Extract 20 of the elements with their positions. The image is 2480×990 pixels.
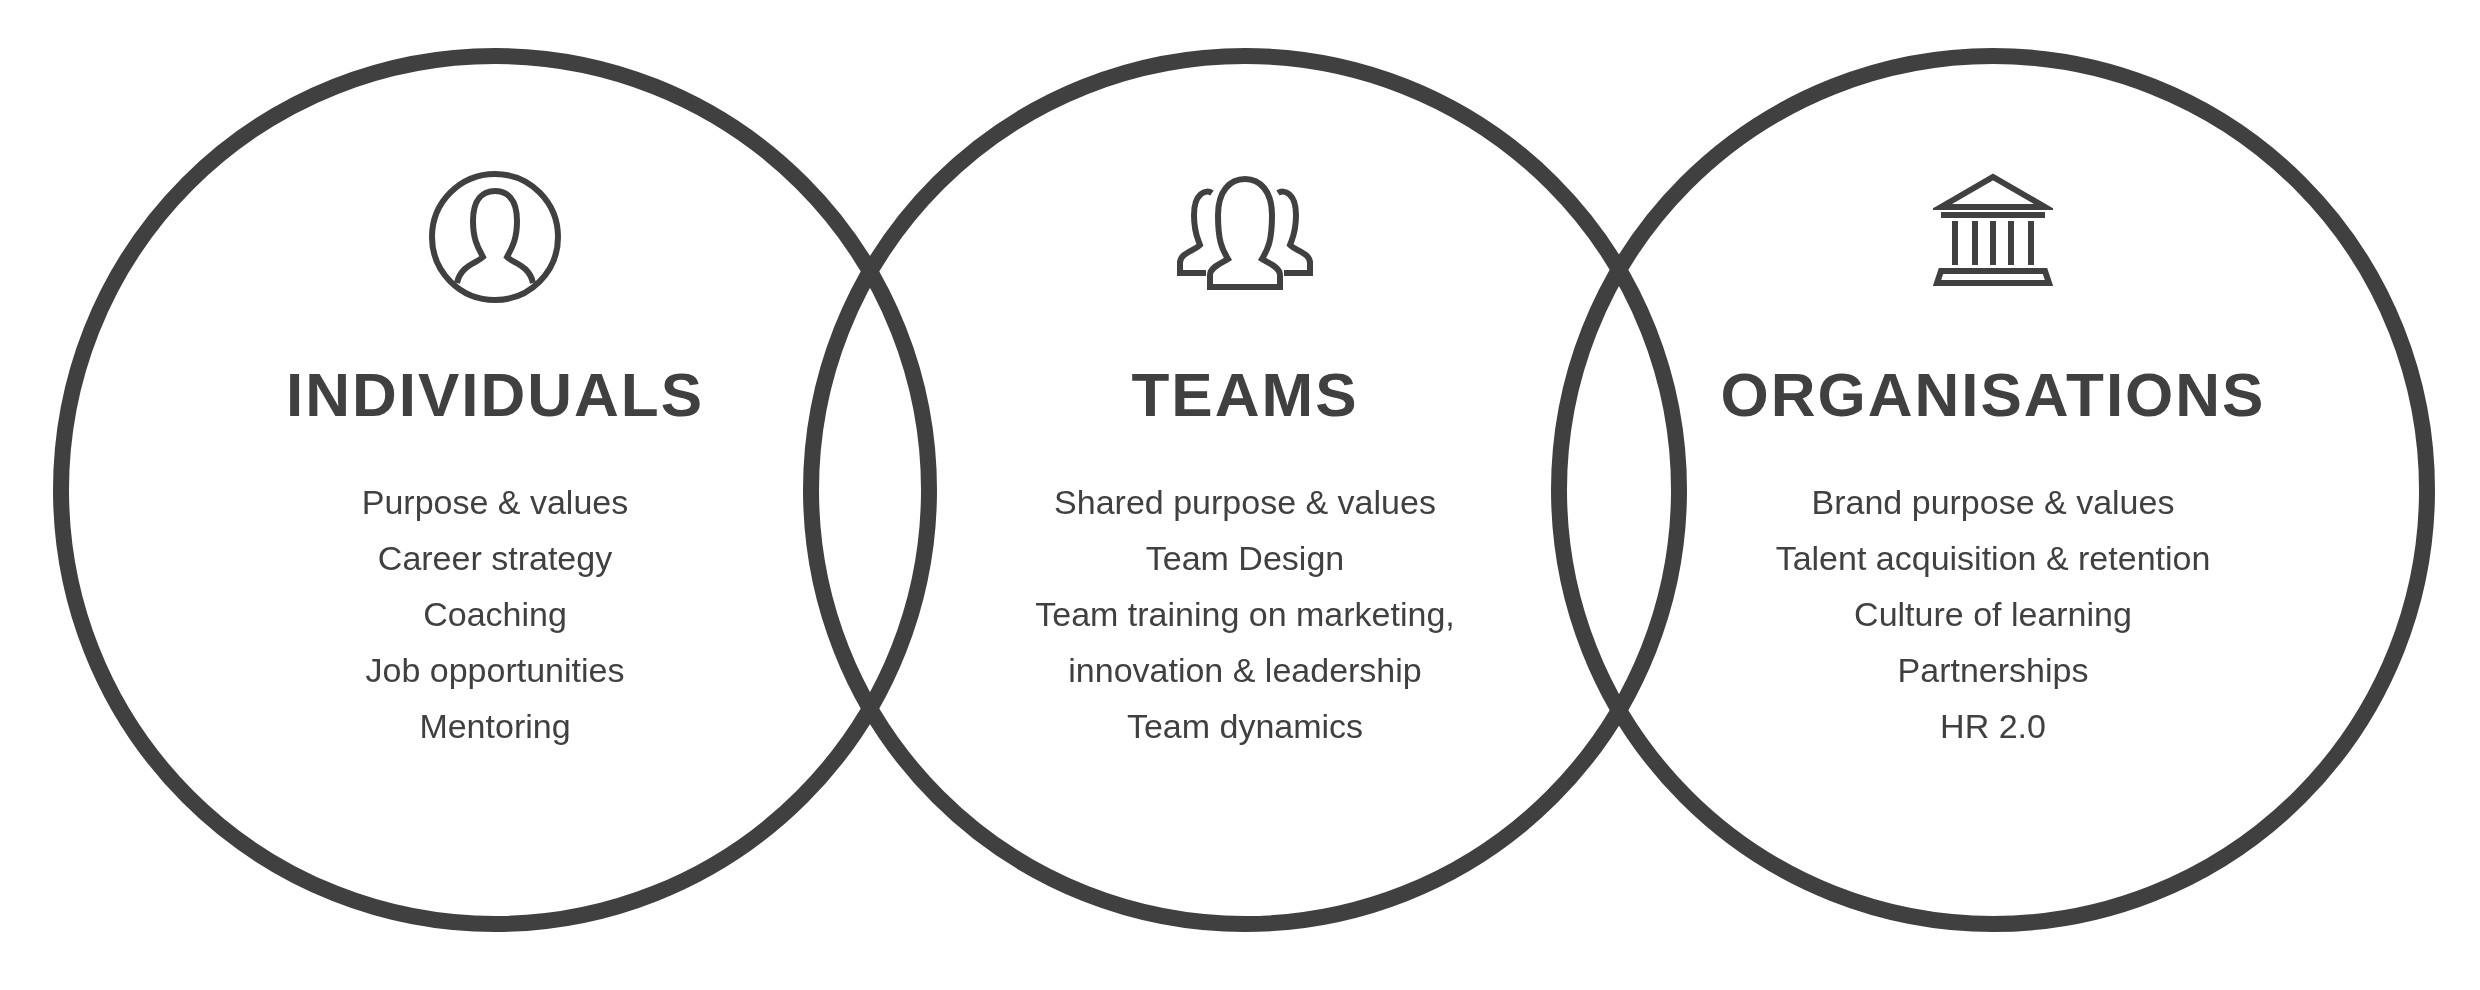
list-item: Team training on marketing, innovation & leadership [1034, 594, 1456, 691]
list-item: Culture of learning [1854, 594, 2132, 635]
list-item: Partnerships [1897, 650, 2089, 691]
circle [1551, 48, 2435, 932]
list-item: Purpose & values [361, 482, 629, 523]
list-item: HR 2.0 [1940, 706, 2046, 747]
list-item: Talent acquisition & retention [1775, 538, 2211, 579]
list-item: Brand purpose & values [1811, 482, 2175, 523]
heading: ORGANISATIONS [1719, 359, 2267, 430]
list-item: Shared purpose & values [1054, 482, 1436, 523]
list-item: Career strategy [377, 538, 613, 579]
list-item: Team Design [1145, 538, 1345, 579]
heading: INDIVIDUALS [284, 359, 706, 430]
list-item: Job opportunities [365, 650, 625, 691]
circle [53, 48, 937, 932]
list-item: Coaching [423, 594, 567, 635]
heading: TEAMS [1130, 359, 1360, 430]
list-item: Mentoring [419, 706, 571, 747]
list-item: Team dynamics [1126, 706, 1364, 747]
circle [803, 48, 1687, 932]
